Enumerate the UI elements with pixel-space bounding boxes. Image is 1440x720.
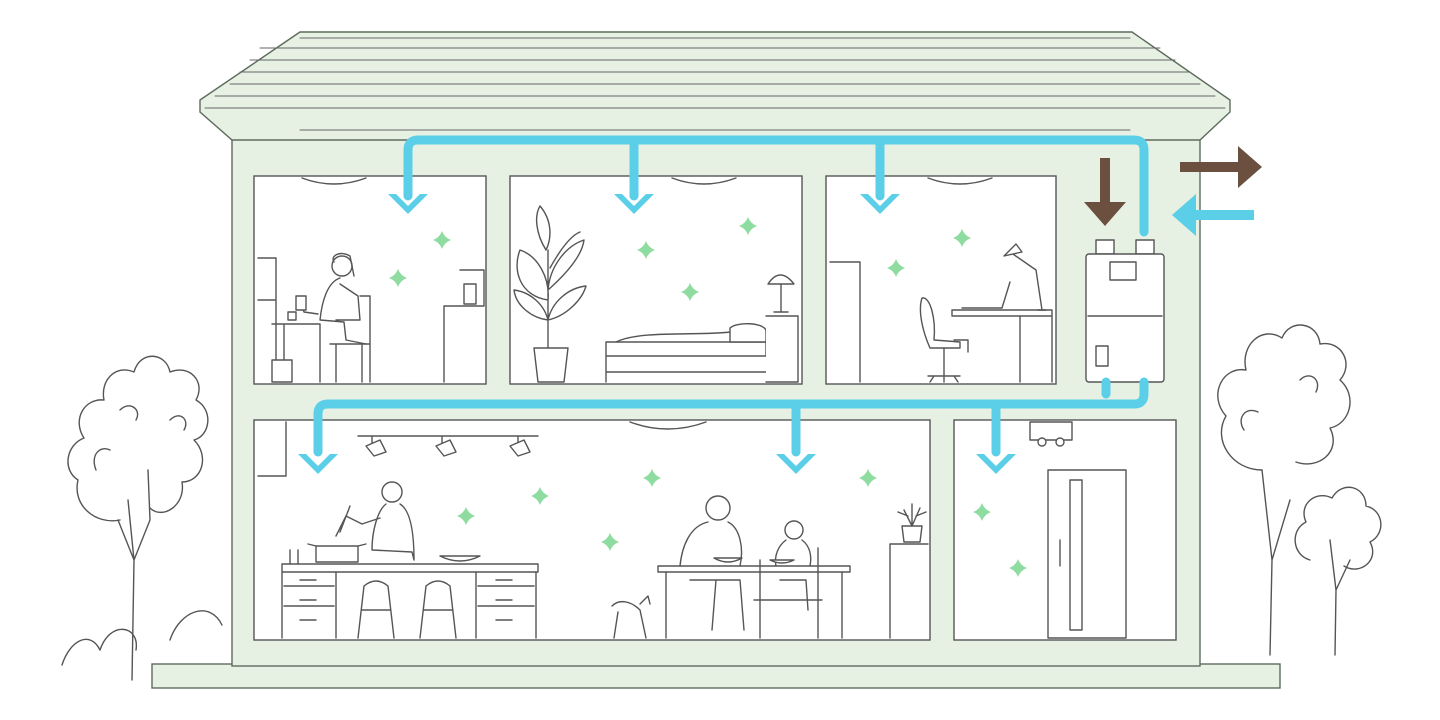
room-office	[825, 175, 1057, 385]
duct-segment	[313, 377, 1149, 457]
sparkle-icon	[389, 269, 407, 287]
intake-shaft	[1194, 210, 1254, 220]
tree-left	[61, 355, 223, 681]
sparkle-icon	[457, 507, 475, 525]
sparkle-icon	[643, 469, 661, 487]
arrow-left-icon	[1172, 194, 1196, 236]
room-living-kitchen	[253, 419, 931, 641]
exhaust-out-shaft	[1180, 162, 1240, 172]
airflow-arrows	[298, 146, 1262, 474]
sparkle-icon	[433, 231, 451, 249]
study-furniture	[257, 252, 485, 383]
arrow-right-icon	[1238, 146, 1262, 188]
sparkle-icon	[637, 241, 655, 259]
arrow-down-icon	[1084, 202, 1126, 226]
office-furniture	[829, 243, 1053, 383]
exhaust-shaft	[1100, 158, 1110, 202]
arrow-down-icon	[976, 454, 1016, 474]
roof	[199, 31, 1231, 141]
duct-segment	[403, 135, 1149, 237]
sparkle-icon	[887, 259, 905, 277]
arrow-down-icon	[388, 194, 428, 214]
ceiling-lights	[301, 177, 993, 430]
sparkle-icon	[953, 229, 971, 247]
tree-right	[1217, 324, 1382, 656]
arrow-down-icon	[860, 194, 900, 214]
sparkle-icon	[681, 283, 699, 301]
arrow-down-icon	[298, 454, 338, 474]
sparkle-icon	[601, 533, 619, 551]
ground-base	[151, 663, 1281, 689]
sparkle-icon	[739, 217, 757, 235]
arrow-down-icon	[614, 194, 654, 214]
ventilation-unit-icon	[1085, 239, 1165, 383]
bedroom-furniture	[513, 205, 799, 383]
arrow-down-icon	[776, 454, 816, 474]
sparkle-icon	[859, 469, 877, 487]
sparkle-icon	[531, 487, 549, 505]
sparkle-icon	[973, 503, 991, 521]
entrance-furniture	[1029, 421, 1127, 639]
kitchen-furniture	[257, 421, 929, 639]
fresh-air-sparkles	[389, 217, 1027, 577]
supply-air-ducts	[313, 135, 1149, 457]
sparkle-icon	[1009, 559, 1027, 577]
